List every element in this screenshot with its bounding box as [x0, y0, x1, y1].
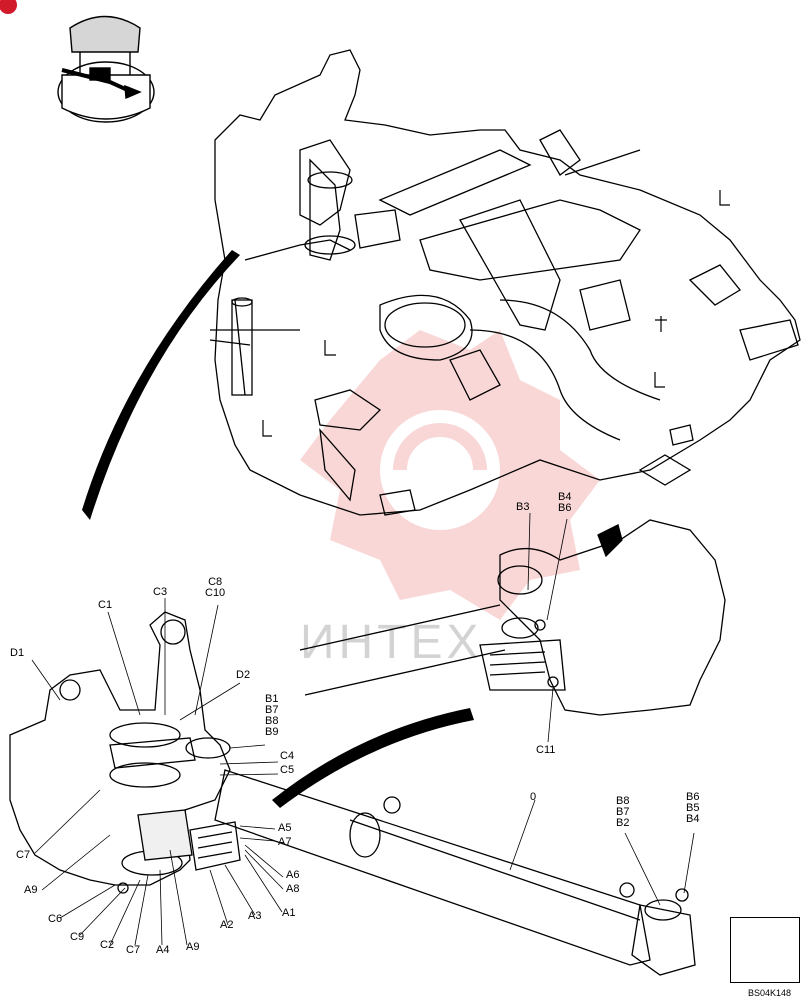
callout-b1: B1 — [265, 693, 279, 705]
callout-b4-top: B4 — [558, 491, 572, 503]
callout-c7-left: C7 — [16, 849, 31, 861]
callout-b6-b5-b4: B6 B5 B4 — [686, 792, 699, 825]
figure-code: BS04K148 — [748, 988, 792, 998]
corner-badge — [0, 0, 17, 14]
callout-b7-right: B7 — [616, 806, 630, 818]
callout-a5: A5 — [278, 822, 292, 834]
callout-b8-b7-b2: B8 B7 B2 — [616, 796, 629, 829]
middle-detail — [299, 519, 726, 716]
upper-frame — [209, 49, 801, 516]
callout-a8: A8 — [286, 883, 300, 895]
callout-b6-right: B6 — [686, 791, 700, 803]
callout-b2: B2 — [616, 817, 630, 829]
callout-a7: A7 — [278, 836, 292, 848]
leader-arc-upper — [82, 250, 240, 520]
callout-c7-bottom: C7 — [126, 944, 141, 956]
callout-c8: C8 — [208, 576, 223, 588]
callout-b8-mid: B8 — [265, 715, 279, 727]
callout-c1: C1 — [98, 599, 113, 611]
leader-lines — [31, 512, 695, 946]
callout-d2: D2 — [236, 669, 251, 681]
callout-b4-b6-top: B4 B6 — [558, 492, 571, 514]
callout-a4: A4 — [156, 944, 170, 956]
callout-a6: A6 — [286, 869, 300, 881]
excavator-locator-icon — [57, 15, 155, 123]
view-direction-box — [730, 917, 800, 983]
lower-detail — [9, 611, 696, 976]
callout-c9: C9 — [70, 931, 85, 943]
callout-c10: C10 — [205, 587, 226, 599]
callout-a1: A1 — [282, 907, 296, 919]
callout-b6-top: B6 — [558, 502, 572, 514]
callout-a3: A3 — [248, 910, 262, 922]
callout-c11: C11 — [536, 744, 556, 756]
callout-a9-bottom: A9 — [186, 941, 200, 953]
callout-c2: C2 — [100, 939, 115, 951]
callout-c6: C6 — [48, 913, 63, 925]
callout-b1-b9: B1 B7 B8 B9 — [265, 694, 278, 738]
callout-b5: B5 — [686, 802, 700, 814]
callout-b9: B9 — [265, 726, 279, 738]
leader-arc-lower — [272, 708, 474, 808]
watermark-text: ИНТЕХ — [300, 616, 483, 669]
watermark-emblem — [300, 330, 600, 620]
callout-b3: B3 — [516, 501, 530, 513]
callout-a2: A2 — [220, 919, 234, 931]
callout-b4-right: B4 — [686, 813, 700, 825]
callout-d1: D1 — [10, 647, 25, 659]
direction-marker-icons — [262, 190, 730, 437]
callout-c3: C3 — [153, 586, 168, 598]
callout-c5: C5 — [280, 764, 295, 776]
callout-zero: 0 — [530, 791, 537, 803]
callout-a9-left: A9 — [24, 884, 38, 896]
callout-c4: C4 — [280, 750, 295, 762]
callout-b7-mid: B7 — [265, 704, 279, 716]
callout-b8-right: B8 — [616, 795, 630, 807]
callout-c8-c10: C8 C10 — [205, 577, 225, 599]
